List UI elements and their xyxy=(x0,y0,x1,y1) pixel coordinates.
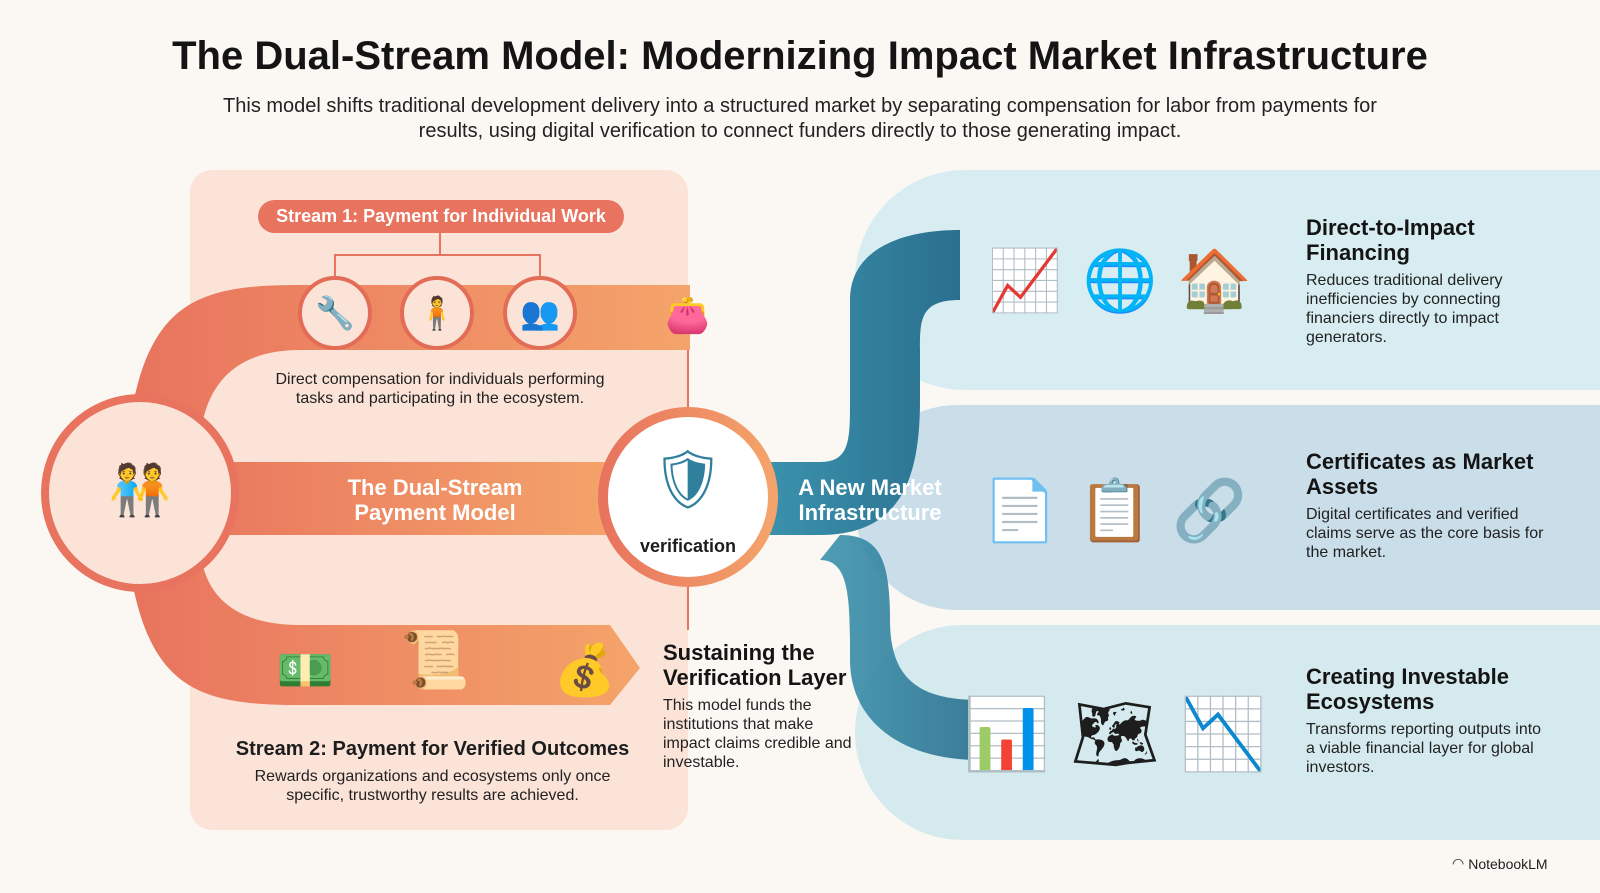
shield-check-icon: 🛡 xyxy=(651,447,725,512)
people-group-icon: 🧑‍🤝‍🧑 xyxy=(108,461,172,518)
sustaining-block: Sustaining the Verification Layer This m… xyxy=(663,640,853,772)
panel-ecosystems: Creating Investable Ecosystems Transform… xyxy=(1306,664,1546,777)
footer-brand: NotebookLM xyxy=(1468,855,1548,872)
panel-direct-financing-bg xyxy=(855,170,1600,390)
sustaining-description: This model funds the institutions that m… xyxy=(663,697,852,771)
stream2-label: Stream 2: Payment for Verified Outcomes xyxy=(235,738,630,760)
wallet-coins-icon: 👛 xyxy=(665,294,710,335)
stream2-description: Rewards organizations and ecosystems onl… xyxy=(254,768,611,804)
worker-icon: 🧍 xyxy=(400,276,474,350)
stream1-label: Stream 1: Payment for Individual Work xyxy=(258,200,624,233)
panel-title: Certificates as Market Assets xyxy=(1306,449,1534,499)
dual-stream-label: The Dual-Stream Payment Model xyxy=(347,475,523,525)
verification-label: verification xyxy=(639,536,737,556)
panel-certificates: Certificates as Market Assets Digital ce… xyxy=(1306,449,1546,562)
panel-description: Digital certificates and verified claims… xyxy=(1306,506,1544,561)
financing-network-icon: 📈🌐🏠 xyxy=(987,246,1253,314)
cash-stack-icon: 💵 xyxy=(276,643,335,696)
certificate-stack-icon: 📄📋🔗 xyxy=(982,476,1248,544)
center-ribbon xyxy=(160,462,620,535)
stream1-description: Direct compensation for individuals perf… xyxy=(275,371,605,407)
certificate-check-icon: 📜 xyxy=(400,628,470,691)
panel-title: Creating Investable Ecosystems xyxy=(1306,664,1509,714)
sustaining-title: Sustaining the Verification Layer xyxy=(663,640,847,690)
panel-description: Reduces traditional delivery inefficienc… xyxy=(1306,272,1503,346)
page-subtitle: This model shifts traditional developmen… xyxy=(223,95,1377,142)
new-market-label: A New Market Infrastructure xyxy=(798,475,942,525)
panel-direct-financing: Direct-to-Impact Financing Reduces tradi… xyxy=(1306,215,1546,347)
world-map-chart-icon: 📊🗺📉 xyxy=(963,695,1267,773)
cash-badge-icon: 💰 xyxy=(553,641,617,698)
wrench-hand-icon: 🔧 xyxy=(298,276,372,350)
right-ribbon xyxy=(760,230,960,535)
stream2-ribbon xyxy=(130,550,640,705)
notebooklm-logo-icon: ◠ xyxy=(1452,855,1465,871)
panel-description: Transforms reporting outputs into a viab… xyxy=(1306,721,1542,776)
panel-certificates-bg xyxy=(855,405,1600,610)
community-icon: 👥 xyxy=(503,276,577,350)
page-title: The Dual-Stream Model: Modernizing Impac… xyxy=(172,34,1428,78)
panel-title: Direct-to-Impact Financing xyxy=(1306,215,1475,265)
notebooklm-footer: ◠ NotebookLM xyxy=(1452,855,1548,872)
